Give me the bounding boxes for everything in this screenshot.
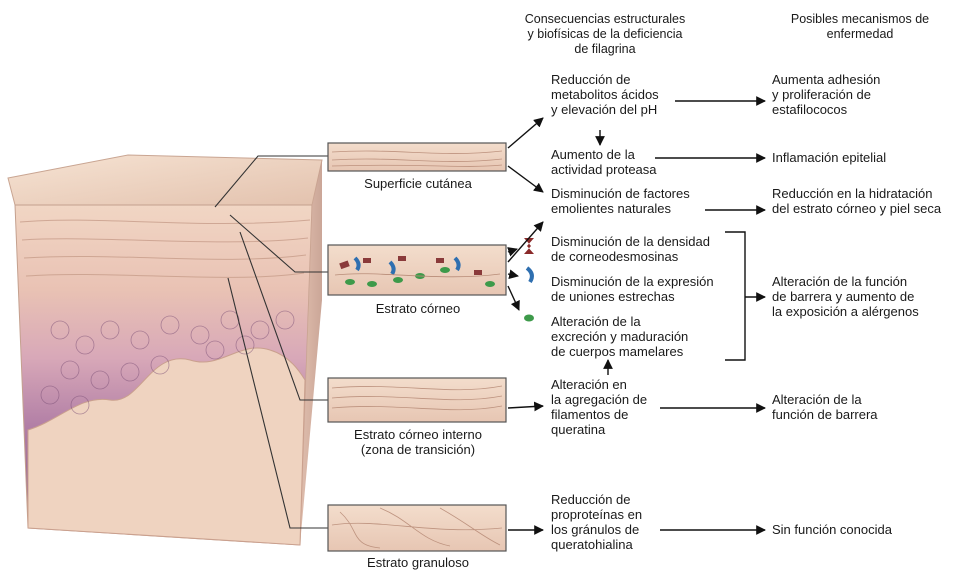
lamellar-body-symbol xyxy=(524,315,534,322)
box-inner xyxy=(328,378,506,422)
skin-block-illustration xyxy=(8,155,322,545)
label-surface: Superficie cutánea xyxy=(330,176,506,191)
label-inner-corneum: Estrato córneo interno (zona de transici… xyxy=(316,427,520,457)
consequence-protease-activity: Aumento de la actividad proteasa xyxy=(551,147,721,177)
consequence-lamellar-bodies: Alteración de la excreción y maduración … xyxy=(551,314,726,359)
label-granular: Estrato granuloso xyxy=(330,555,506,570)
consequence-proprotein-reduction: Reducción de proproteínas en los gránulo… xyxy=(551,492,691,552)
header-mechanisms: Posibles mecanismos de enfermedad xyxy=(770,12,950,42)
box-surface xyxy=(328,143,506,171)
consequence-acid-metabolites: Reducción de metabolitos ácidos y elevac… xyxy=(551,72,721,117)
mechanism-staphylococci: Aumenta adhesión y proliferación de esta… xyxy=(772,72,962,117)
mechanism-barrier-allergen: Alteración de la función de barrera y au… xyxy=(772,274,962,319)
header-consequences: Consecuencias estructurales y biofísicas… xyxy=(498,12,712,57)
corneodesmosine-symbol xyxy=(524,238,534,254)
mechanism-dry-skin: Reducción en la hidratación del estrato … xyxy=(772,186,968,216)
mechanism-barrier-function: Alteración de la función de barrera xyxy=(772,392,962,422)
box-textures xyxy=(332,151,502,548)
skin-block-top xyxy=(8,155,322,205)
consequence-corneodesmosine-density: Disminución de la densidad de corneodesm… xyxy=(551,234,731,264)
tight-junction-symbol xyxy=(527,268,532,282)
label-corneum: Estrato córneo xyxy=(330,301,506,316)
consequence-emollient-factors: Disminución de factores emolientes natur… xyxy=(551,186,731,216)
legend-symbols xyxy=(524,238,534,322)
mechanism-epithelial-inflammation: Inflamación epitelial xyxy=(772,150,962,165)
mechanism-no-known-function: Sin función conocida xyxy=(772,522,962,537)
consequence-tight-junctions: Disminución de la expresión de uniones e… xyxy=(551,274,731,304)
consequence-keratin-aggregation: Alteración en la agregación de filamento… xyxy=(551,377,691,437)
box-granular xyxy=(328,505,506,551)
callout-boxes xyxy=(328,143,506,551)
